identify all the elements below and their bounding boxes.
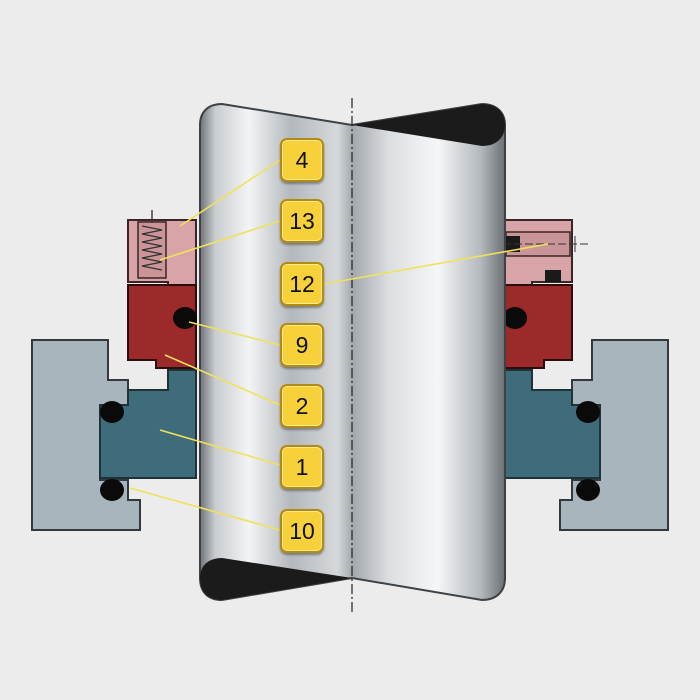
callout-10-label: 10 xyxy=(289,517,315,544)
callout-1-label: 1 xyxy=(295,453,309,480)
leader-lines xyxy=(129,159,549,531)
seat-left xyxy=(99,369,197,479)
callout-4-label: 4 xyxy=(295,146,309,173)
callout-2-label: 2 xyxy=(295,392,309,419)
drive-pin xyxy=(545,270,561,282)
callout-4: 4 xyxy=(280,138,324,182)
callout-10: 10 xyxy=(280,509,324,553)
callout-12: 12 xyxy=(280,262,324,306)
shaft-bottom-end xyxy=(200,558,352,600)
set-screw xyxy=(506,236,520,252)
seat-right xyxy=(503,369,601,479)
callout-1: 1 xyxy=(280,445,324,489)
callout-9-label: 9 xyxy=(295,331,309,358)
callout-9: 9 xyxy=(280,323,324,367)
face-left xyxy=(127,284,197,369)
o-rings xyxy=(100,307,600,501)
callout-13: 13 xyxy=(280,199,324,243)
shaft-top-end xyxy=(352,104,505,146)
callout-12-label: 12 xyxy=(289,270,315,297)
callout-2: 2 xyxy=(280,384,324,428)
callout-13-label: 13 xyxy=(289,207,315,234)
spring xyxy=(141,210,163,271)
